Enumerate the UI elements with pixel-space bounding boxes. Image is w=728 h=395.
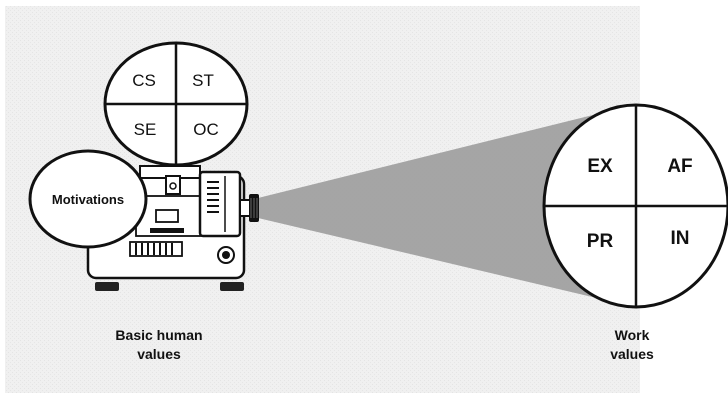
caption-basic-line2: values bbox=[137, 346, 181, 362]
quadrant-ex: EX bbox=[587, 156, 613, 177]
caption-work-line2: values bbox=[610, 346, 654, 362]
basic-values-reel: CS ST SE OC bbox=[103, 41, 249, 167]
quadrant-oc: OC bbox=[193, 120, 219, 139]
caption-work-line1: Work bbox=[615, 327, 650, 343]
quadrant-st: ST bbox=[192, 71, 214, 90]
caption-basic-line1: Basic human bbox=[115, 327, 202, 343]
quadrant-in: IN bbox=[671, 228, 690, 249]
work-values-circle: EX AF PR IN bbox=[542, 103, 728, 309]
motivations-reel: Motivations bbox=[28, 149, 148, 249]
motivations-label: Motivations bbox=[52, 192, 124, 207]
quadrant-se: SE bbox=[134, 120, 157, 139]
projection-beam bbox=[258, 112, 605, 300]
quadrant-pr: PR bbox=[587, 231, 614, 252]
quadrant-cs: CS bbox=[132, 71, 156, 90]
quadrant-af: AF bbox=[667, 156, 692, 177]
